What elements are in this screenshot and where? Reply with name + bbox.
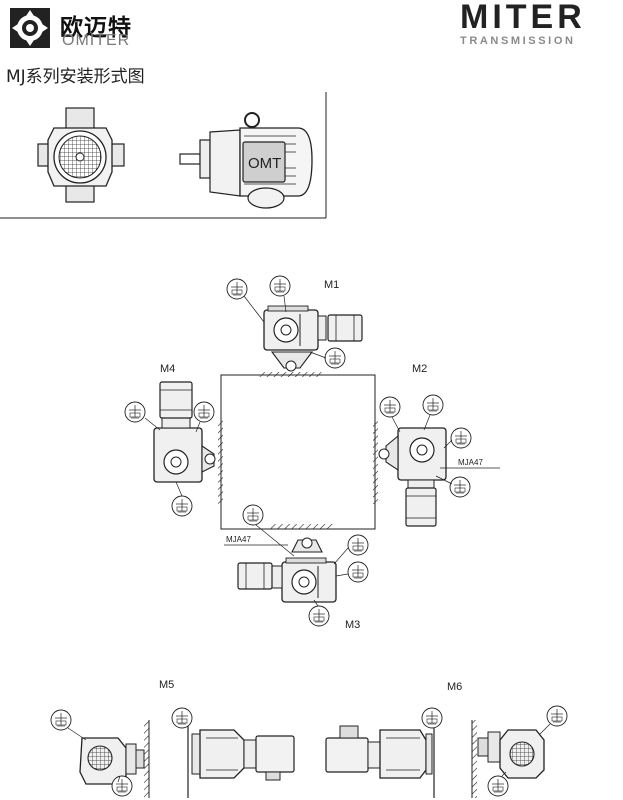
position-m6-side-view [325,707,443,798]
label-m2: M2 [412,363,427,375]
callout-mja47-right: MJA47 [458,458,483,467]
motor-end-view [37,107,125,203]
miter-wordmark: MITER [460,0,586,36]
callout-mja47-left: MJA47 [226,535,251,544]
position-m5-side-view [171,707,295,798]
position-m2-assembly [378,394,500,527]
mounting-frame [218,372,378,530]
page-title: MJ系列安装形式图 [6,67,145,87]
omiter-logo: 欧迈特 OMITER [8,6,208,50]
label-m5: M5 [159,679,174,691]
motor-side-view [179,112,313,209]
brand-name-en: OMITER [62,32,131,49]
label-m6: M6 [447,681,462,693]
position-m3-assembly [224,504,369,627]
brand-name-cn: 欧迈特 [60,15,132,41]
motor-badge: OMT [248,155,281,172]
miter-logo: MITER TRANSMISSION [458,0,616,48]
transmission-wordmark: TRANSMISSION [460,35,576,47]
position-m1-assembly [226,275,363,372]
position-m4-assembly [124,381,216,517]
position-m6-end-view [471,705,568,798]
position-m5-end-view [50,709,150,798]
label-m4: M4 [160,363,175,375]
label-m3: M3 [345,619,360,631]
label-m1: M1 [324,279,339,291]
motor-reference-frame [0,92,327,219]
omiter-gear-icon [10,8,50,48]
